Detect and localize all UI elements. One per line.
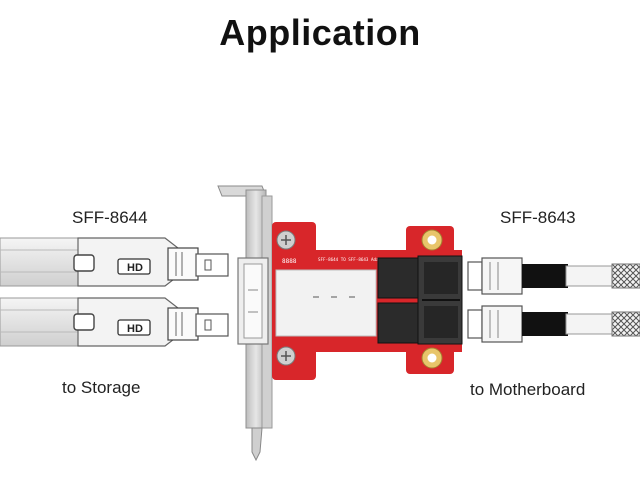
to-storage-label: to Storage: [62, 378, 141, 397]
sff-8643-cable-top: [467, 257, 640, 295]
pcb-silkscreen-left: 8888: [282, 258, 297, 265]
sff-8644-label: SFF-8644: [72, 208, 148, 227]
pci-bracket: [217, 185, 273, 462]
hd-plug-label-bottom: HD: [127, 323, 143, 335]
sff-8643-cable-bottom: [467, 305, 640, 343]
sff-8644-cable-top: HD: [0, 237, 229, 287]
hd-plug-label-top: HD: [127, 262, 143, 274]
sff-8644-cable-bottom: HD: [0, 297, 229, 347]
pcb-silkscreen-right: SFF-8644 TO SFF-8643 Adapter V2: [318, 257, 397, 262]
page-title: Application: [219, 12, 421, 53]
adapter-pcb: 8888 SFF-8644 TO SFF-8643 Adapter V2: [272, 222, 463, 380]
sff-8643-label: SFF-8643: [500, 208, 576, 227]
to-motherboard-label: to Motherboard: [470, 380, 586, 399]
